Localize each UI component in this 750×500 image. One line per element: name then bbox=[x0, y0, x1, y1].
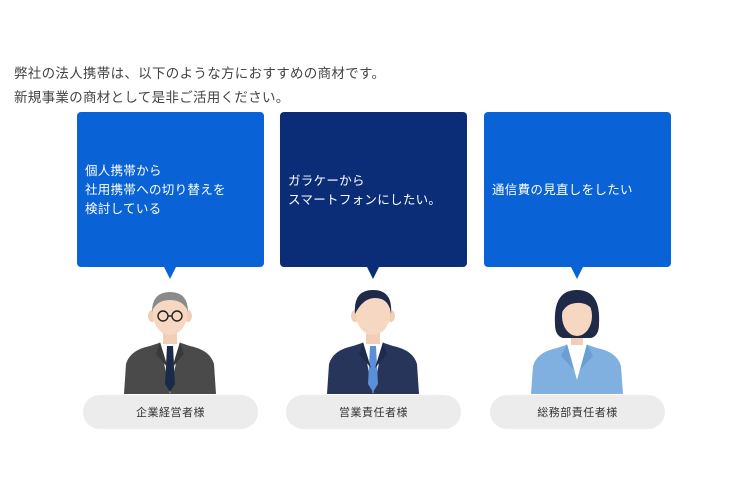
speech-bubble-text: 通信費の見直しをしたい bbox=[492, 182, 633, 197]
senior-businessman-with-glasses-icon bbox=[124, 292, 216, 394]
persona-label: 企業経営者様 bbox=[83, 395, 258, 429]
persona-card-executive: 個人携帯から 社用携帯への切り替えを 検討している 企業経営者様 bbox=[77, 112, 264, 432]
intro-text: 弊社の法人携帯は、以下のような方におすすめの商材です。 新規事業の商材として是非… bbox=[14, 62, 734, 110]
speech-bubble-text: 個人携帯から 社用携帯への切り替えを 検討している bbox=[85, 163, 226, 216]
speech-bubble: 通信費の見直しをしたい bbox=[484, 112, 671, 267]
speech-bubble-tail bbox=[367, 267, 379, 279]
persona-card-general-affairs-manager: 通信費の見直しをしたい 総務部責任者様 bbox=[484, 112, 671, 432]
speech-bubble: ガラケーから スマートフォンにしたい。 bbox=[280, 112, 467, 267]
persona-label: 営業責任者様 bbox=[286, 395, 461, 429]
businessman-icon bbox=[327, 290, 419, 394]
intro-line-2: 新規事業の商材として是非ご活用ください。 bbox=[14, 90, 290, 106]
speech-bubble-tail bbox=[164, 267, 176, 279]
businesswoman-icon bbox=[531, 290, 623, 394]
persona-card-sales-manager: ガラケーから スマートフォンにしたい。 営業責任者様 bbox=[280, 112, 467, 432]
speech-bubble: 個人携帯から 社用携帯への切り替えを 検討している bbox=[77, 112, 264, 267]
speech-bubble-text: ガラケーから スマートフォンにしたい。 bbox=[288, 172, 442, 207]
persona-label: 総務部責任者様 bbox=[490, 395, 665, 429]
speech-bubble-tail bbox=[571, 267, 583, 279]
intro-line-1: 弊社の法人携帯は、以下のような方におすすめの商材です。 bbox=[14, 66, 386, 82]
